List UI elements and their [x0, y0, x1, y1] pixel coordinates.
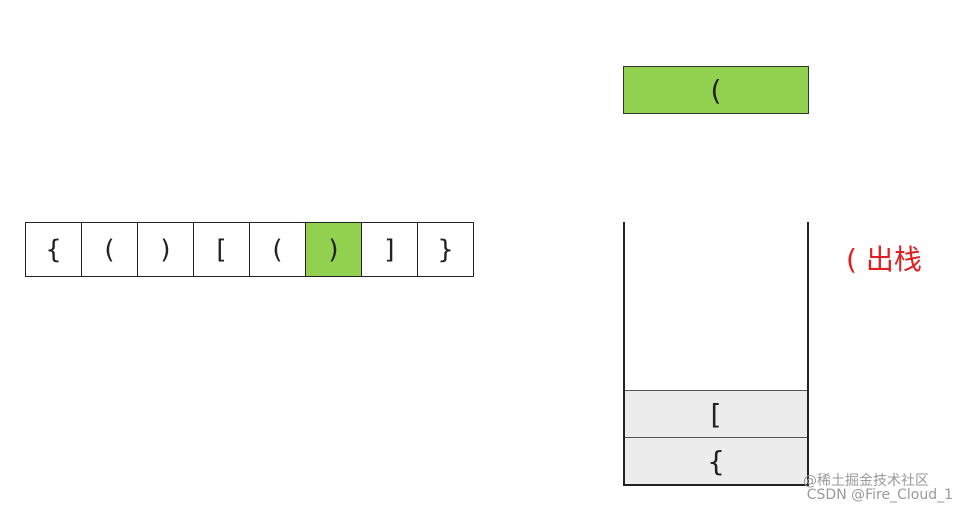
popped-element-symbol: (: [710, 73, 722, 107]
sequence-cell: ]: [361, 222, 418, 277]
sequence-cell: (: [81, 222, 138, 277]
watermark-juejin: @稀土掘金技术社区: [803, 473, 929, 489]
stack-container: {[: [623, 222, 809, 486]
sequence-cell: {: [25, 222, 82, 277]
sequence-cell: }: [417, 222, 474, 277]
sequence-cell: ): [137, 222, 194, 277]
bracket-sequence: {()[()]}: [25, 222, 474, 277]
popped-element-box: (: [623, 66, 809, 114]
sequence-cell: (: [249, 222, 306, 277]
sequence-cell-current: ): [305, 222, 362, 277]
pop-status-label: ( 出栈: [846, 243, 922, 276]
sequence-cell: [: [193, 222, 250, 277]
stack-slot: [: [625, 390, 807, 437]
stack-slot: {: [625, 437, 807, 484]
watermark-csdn: CSDN @Fire_Cloud_1: [806, 487, 953, 503]
